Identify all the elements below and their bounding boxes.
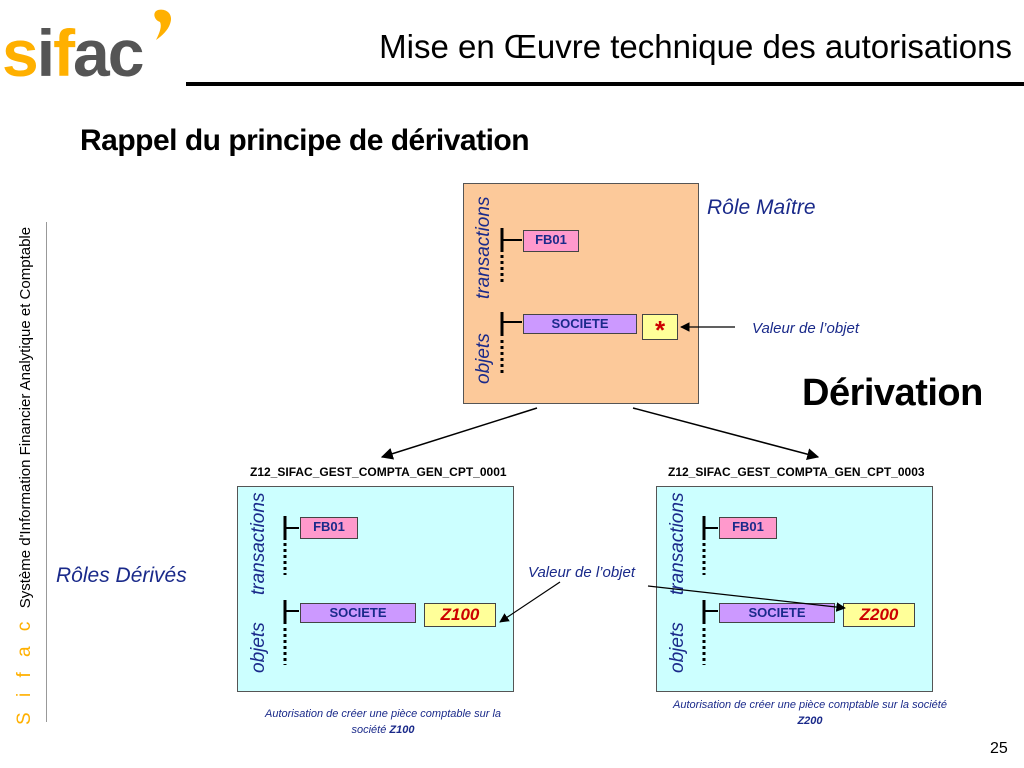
derived-1-object-value: Z100 xyxy=(424,603,496,627)
derived-role-name-1: Z12_SIFAC_GEST_COMPTA_GEN_CPT_0001 xyxy=(250,465,507,479)
derived-2-object-tag: SOCIETE xyxy=(719,603,835,623)
logo-letter-f: f xyxy=(53,16,75,90)
logo-letter-i: i xyxy=(36,16,55,90)
derived-2-objets-label: objets xyxy=(667,622,688,673)
derived-1-objets-label: objets xyxy=(248,622,269,673)
master-role-box: transactions objets FB01 SOCIETE * xyxy=(463,183,699,404)
derived-1-caption-value: Z100 xyxy=(389,724,415,736)
derived-role-name-2: Z12_SIFAC_GEST_COMPTA_GEN_CPT_0003 xyxy=(668,465,925,479)
derived-2-object-value: Z200 xyxy=(843,603,915,627)
master-transactions-label: transactions xyxy=(473,196,494,299)
derived-1-transactions-label: transactions xyxy=(248,492,269,595)
page-title: Mise en Œuvre technique des autorisation… xyxy=(379,28,1012,65)
header-divider xyxy=(186,82,1024,86)
arrow-derivation-right xyxy=(632,407,820,461)
derived-1-transaction-tag: FB01 xyxy=(300,517,358,539)
side-label-text: S i f a c Système d'Information Financie… xyxy=(14,220,36,725)
derived-2-caption-value: Z200 xyxy=(797,715,823,727)
master-object-value: * xyxy=(642,314,678,345)
derived-role-box-2: transactions objets FB01 SOCIETE Z200 xyxy=(656,486,933,692)
side-description: Système d'Information Financier Analytiq… xyxy=(17,226,34,609)
master-objets-label: objets xyxy=(473,333,494,384)
side-divider xyxy=(46,222,47,722)
logo-letter-c: c xyxy=(107,16,145,90)
side-label: S i f a c Système d'Information Financie… xyxy=(14,220,44,725)
logo-letter-s: s xyxy=(2,16,39,90)
derived-2-caption-text: Autorisation de créer une pièce comptabl… xyxy=(673,699,947,711)
derived-1-object-tag: SOCIETE xyxy=(300,603,416,623)
derived-2-transactions-label: transactions xyxy=(667,492,688,595)
section-title: Rappel du principe de dérivation xyxy=(80,124,530,157)
derivation-label: Dérivation xyxy=(802,372,983,414)
page-number: 25 xyxy=(990,740,1008,757)
derived-roles-label: Rôles Dérivés xyxy=(56,564,187,587)
derived-2-transaction-tag: FB01 xyxy=(719,517,777,539)
arrow-derivation-left xyxy=(380,407,538,460)
logo-wordmark: sifac xyxy=(2,16,145,90)
master-object-tag: SOCIETE xyxy=(523,314,637,334)
derived-1-caption-text: Autorisation de créer une pièce comptabl… xyxy=(264,708,502,736)
master-role-label: Rôle Maître xyxy=(707,196,816,219)
logo-letter-a: a xyxy=(73,16,110,90)
derived-role-box-1: transactions objets FB01 SOCIETE Z100 xyxy=(237,486,514,692)
object-value-label-derived: Valeur de l’objet xyxy=(528,564,636,581)
side-brand: S i f a c xyxy=(14,616,35,725)
object-value-label-master: Valeur de l’objet xyxy=(752,320,860,337)
derived-2-caption: Autorisation de créer une pièce comptabl… xyxy=(670,697,950,729)
derived-1-caption: Autorisation de créer une pièce comptabl… xyxy=(248,706,518,738)
master-transaction-tag: FB01 xyxy=(523,230,579,252)
logo-quote-icon xyxy=(154,9,172,40)
sifac-logo: sifac xyxy=(2,4,202,88)
